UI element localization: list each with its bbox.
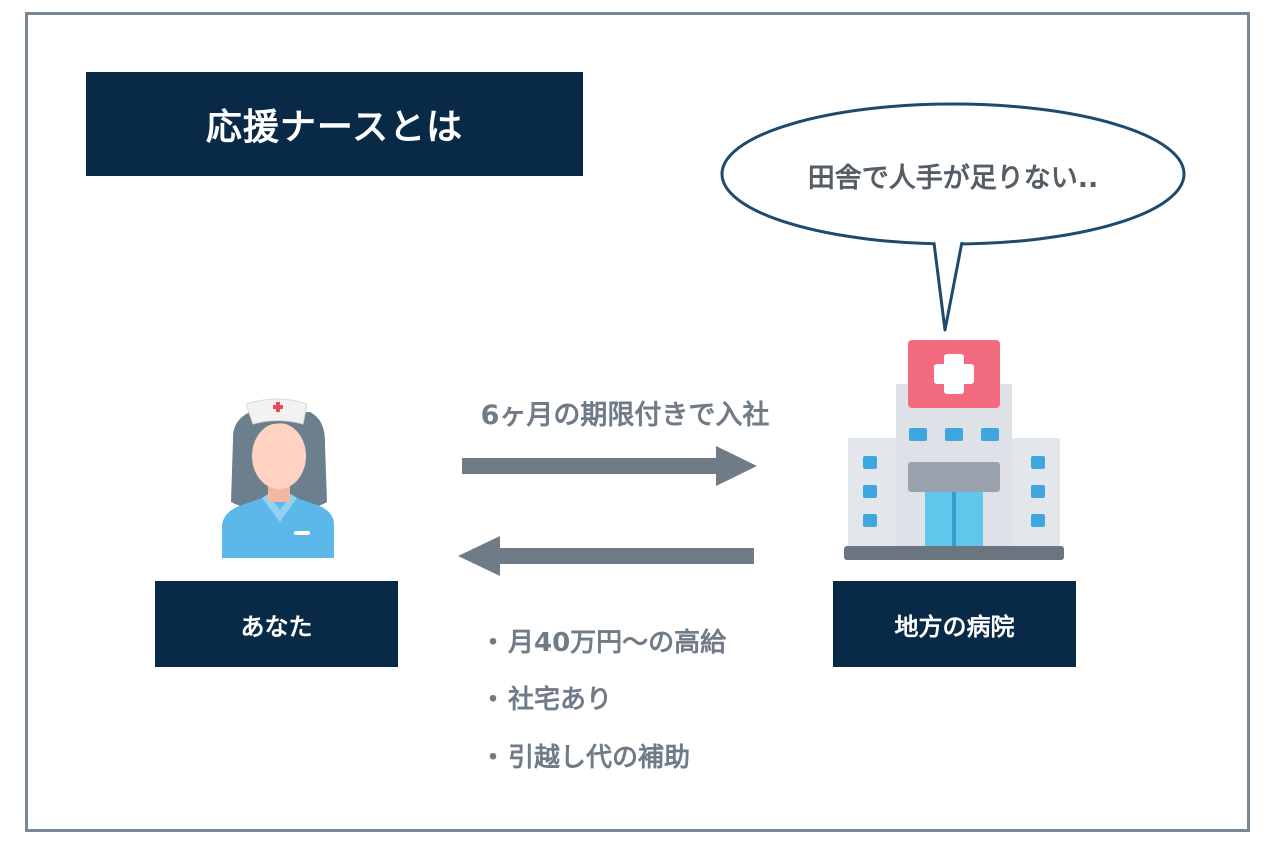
bullet: ・ [480, 628, 507, 658]
benefit-item: ・引越し代の補助 [480, 737, 690, 774]
benefit-text: 月40万円〜の高給 [508, 628, 727, 658]
bullet: ・ [480, 685, 507, 715]
arrow-label: 6ヶ月の期限付きで入社 [480, 400, 770, 431]
benefit-item: ・社宅あり [480, 679, 612, 716]
speech-bubble-text: 田舎で人手が足りない.. [807, 162, 1099, 194]
benefit-item: ・月40万円〜の高給 [480, 622, 726, 659]
arrow-right-icon [462, 446, 757, 486]
benefit-text: 社宅あり [508, 685, 613, 715]
hospital-label: 地方の病院 [833, 581, 1076, 667]
arrow-left-icon [458, 536, 754, 576]
bullet: ・ [480, 743, 507, 773]
you-label: あなた [155, 581, 398, 667]
page-title: 応援ナースとは [86, 72, 583, 176]
benefit-text: 引越し代の補助 [508, 743, 691, 773]
diagram-frame [25, 12, 1250, 832]
